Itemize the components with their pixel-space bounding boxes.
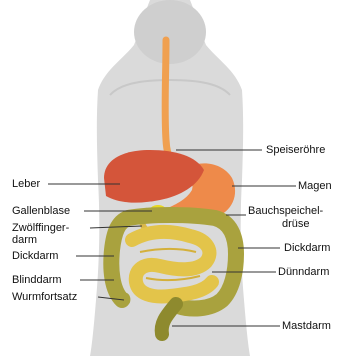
label-mastdarm: Mastdarm — [282, 320, 331, 332]
label-zwolffingerdarm-2: darm — [12, 234, 37, 246]
label-magen: Magen — [298, 180, 332, 192]
label-bauchspeicheldruse-2: drüse — [282, 218, 310, 230]
label-dickdarm-left: Dickdarm — [12, 250, 58, 262]
label-wurmfortsatz: Wurmfortsatz — [12, 291, 77, 303]
label-bauchspeicheldruse-1: Bauchspeichel- — [248, 205, 323, 217]
label-blinddarm: Blinddarm — [12, 274, 62, 286]
label-speiserohre: Speiseröhre — [266, 144, 325, 156]
label-dunndarm: Dünndarm — [278, 266, 329, 278]
label-dickdarm-right: Dickdarm — [284, 242, 330, 254]
label-zwolffingerdarm-1: Zwölffinger- — [12, 222, 69, 234]
label-gallenblase: Gallenblase — [12, 205, 70, 217]
label-leber: Leber — [12, 178, 40, 190]
